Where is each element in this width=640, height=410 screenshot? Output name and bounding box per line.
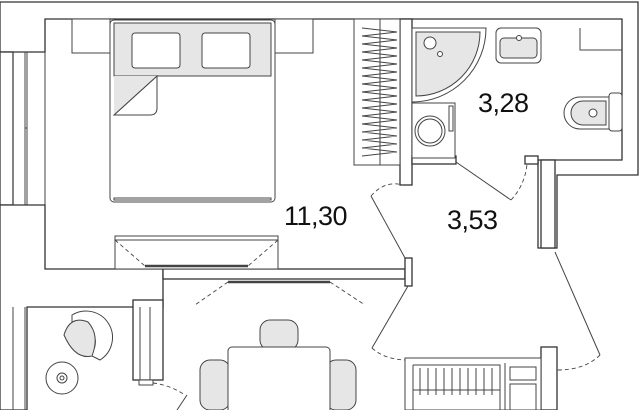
wardrobe (353, 18, 401, 166)
double-bed (71, 18, 314, 203)
kitchen-counter (404, 357, 542, 410)
tv-cabinet (114, 235, 366, 306)
armchair (45, 310, 113, 395)
room-area-hallway: 3,53 (447, 205, 498, 235)
room-area-bathroom: 3,28 (478, 88, 529, 118)
bathroom-fixtures (411, 27, 623, 159)
room-area-bedroom: 11,30 (284, 201, 348, 231)
doors (152, 161, 601, 410)
dining-set (199, 319, 357, 410)
